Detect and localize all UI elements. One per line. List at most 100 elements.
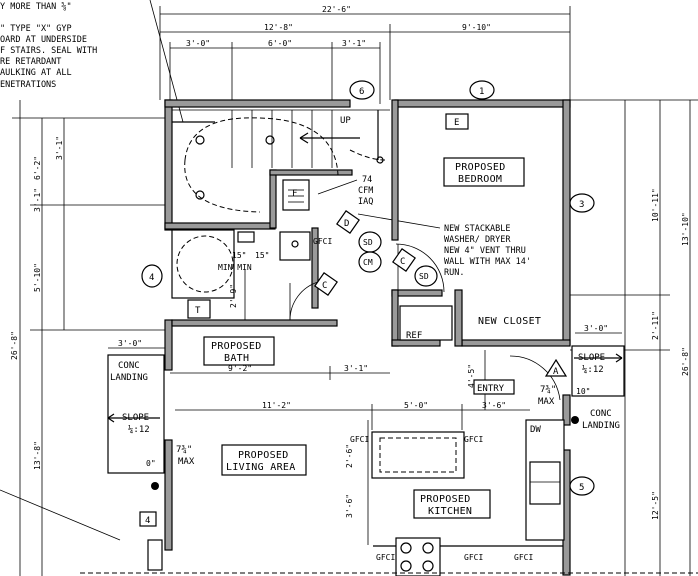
dim-right-c: 2'-11"	[651, 311, 660, 340]
living-label-1: PROPOSED	[238, 450, 289, 461]
dim-left-d: 13'-8"	[33, 441, 42, 470]
fan-note-2: CFM	[358, 186, 373, 196]
window-tag-5: 5	[569, 476, 595, 496]
dim-overall-top: 22'-6"	[322, 5, 351, 14]
conc-right-2: LANDING	[582, 421, 620, 431]
gyp-note-7: ENETRATIONS	[0, 80, 56, 90]
win-4b-tag: 4	[145, 516, 150, 526]
svg-text:A: A	[553, 367, 559, 377]
dim-right-a: 10'-11"	[651, 188, 660, 222]
dim-right-e: 12'-5"	[651, 491, 660, 520]
conc-left-1: CONC	[118, 361, 140, 371]
door-and-window-tags: D C C A 1 3 4 5	[141, 80, 595, 496]
kitchen-label-1: PROPOSED	[420, 494, 471, 505]
svg-text:1: 1	[479, 87, 484, 97]
gyp-note-2: " TYPE "X" GYP	[0, 24, 72, 34]
dim-right-d: 26'-8"	[681, 347, 690, 376]
dim-bath-r: 3'-1"	[344, 364, 368, 373]
landings: CONC LANDING SLOPE ¼:12 7¾" MAX 0" 4 SLO…	[107, 345, 625, 571]
vent-note-1: NEW STACKABLE	[444, 224, 511, 234]
svg-text:6: 6	[359, 87, 364, 97]
door-tag-a: A	[544, 358, 568, 377]
svg-text:E: E	[454, 118, 459, 128]
gfci-kitchen-2: GFCI	[464, 435, 483, 444]
fan-tag: F	[292, 189, 297, 199]
svg-text:D: D	[344, 219, 349, 229]
room-labels: PROPOSED BEDROOM PROPOSED BATH PROPOSED …	[203, 157, 541, 519]
stair: UP	[172, 109, 390, 213]
min-left-label: 15"	[232, 251, 246, 260]
gfci-kitchen-4: GFCI	[464, 553, 483, 562]
fan-note-1: 74	[362, 175, 372, 185]
svg-text:4: 4	[149, 273, 154, 283]
window-tag-4: 4	[141, 264, 163, 288]
door-tag-c-upper: C	[392, 248, 416, 272]
door-tag-d: D	[336, 210, 360, 234]
slope-left-2: ¼:12	[128, 425, 150, 435]
dim-left-a: 6'-2"	[33, 156, 42, 180]
kitchen-label-2: KITCHEN	[428, 506, 472, 517]
dim-stair-a: 3'-0"	[186, 39, 210, 48]
dim-living-b: 5'-0"	[404, 401, 428, 410]
tub-tag: T	[195, 306, 201, 316]
closet-label: NEW CLOSET	[478, 316, 541, 327]
bath-label-1: PROPOSED	[211, 341, 262, 352]
gyp-note-5: RE RETARDANT	[0, 57, 61, 67]
svg-text:CM: CM	[363, 258, 373, 267]
step-right: 10"	[576, 387, 590, 396]
gfci-kitchen-1: GFCI	[350, 435, 369, 444]
vent-note-2: WASHER/ DRYER	[444, 235, 511, 245]
stair-up-label: UP	[340, 116, 351, 126]
dim-living-c: 3'-6"	[482, 401, 506, 410]
dim-closet-r: 3'-0"	[584, 324, 608, 333]
dim-stair-c: 3'-1"	[342, 39, 366, 48]
entry-label: ENTRY	[477, 384, 505, 394]
min-right-label: 15"	[255, 251, 269, 260]
smoke-detector-2: SD	[414, 265, 438, 287]
window-tag-1: 1	[469, 80, 495, 100]
gyp-note-4: F STAIRS. SEAL WITH	[0, 46, 97, 56]
slope-right-2: ¼:12	[582, 365, 604, 375]
smoke-detector-1: SD	[358, 231, 382, 253]
door-tag-c-lower: C	[314, 272, 338, 296]
bedroom-label-1: PROPOSED	[455, 162, 506, 173]
svg-text:SD: SD	[363, 238, 373, 247]
ref-label: REF	[406, 331, 422, 341]
co-monitor: CM	[358, 251, 382, 273]
general-notes: Y MORE THAN ⅝" " TYPE "X" GYP OARD AT UN…	[0, 2, 531, 278]
dim-left-e: 3'-1"	[55, 136, 64, 160]
max-right-2: MAX	[538, 397, 555, 407]
dim-top-left: 12'-8"	[264, 23, 293, 32]
dim-stair-b: 6'-0"	[268, 39, 292, 48]
svg-text:C: C	[400, 257, 405, 267]
gyp-note-6: AULKING AT ALL	[0, 68, 72, 78]
dim-kitchen-b: 3'-6"	[345, 494, 354, 518]
gfci-kitchen-5: GFCI	[514, 553, 533, 562]
svg-text:5: 5	[579, 483, 584, 493]
dim-vert-b: 4'-5"	[467, 364, 476, 388]
svg-text:3: 3	[579, 200, 584, 210]
dim-left-c: 5'-10"	[33, 263, 42, 292]
dim-kitchen-a: 2'-6"	[345, 444, 354, 468]
dim-top-right: 9'-10"	[462, 23, 491, 32]
gfci-kitchen-3: GFCI	[376, 553, 395, 562]
window-tag-3: 3	[569, 193, 595, 213]
svg-text:C: C	[322, 281, 327, 291]
dim-left-overall: 26'-8"	[10, 331, 19, 360]
dim-landing-w: 3'-0"	[118, 339, 142, 348]
fan-note-3: IAQ	[358, 197, 373, 207]
conc-right-1: CONC	[590, 409, 612, 419]
exhaust-fan: F	[282, 179, 310, 211]
bedroom-tag-e: E	[445, 113, 469, 130]
living-label-2: LIVING AREA	[226, 462, 296, 473]
min-min-label: MIN MIN	[218, 263, 252, 272]
window-tag-6: 6	[349, 80, 375, 100]
dim-bath-w: 9'-2"	[228, 364, 252, 373]
dim-vert-a: 2'-9"	[229, 284, 238, 308]
gyp-note-1: Y MORE THAN ⅝"	[0, 2, 72, 12]
kitchen-fixtures: DW GFCI GFCI GFCI GFCI GFCI	[350, 419, 565, 576]
walls	[164, 99, 571, 576]
vent-note-5: RUN.	[444, 268, 464, 278]
max-left-2: MAX	[178, 457, 195, 467]
